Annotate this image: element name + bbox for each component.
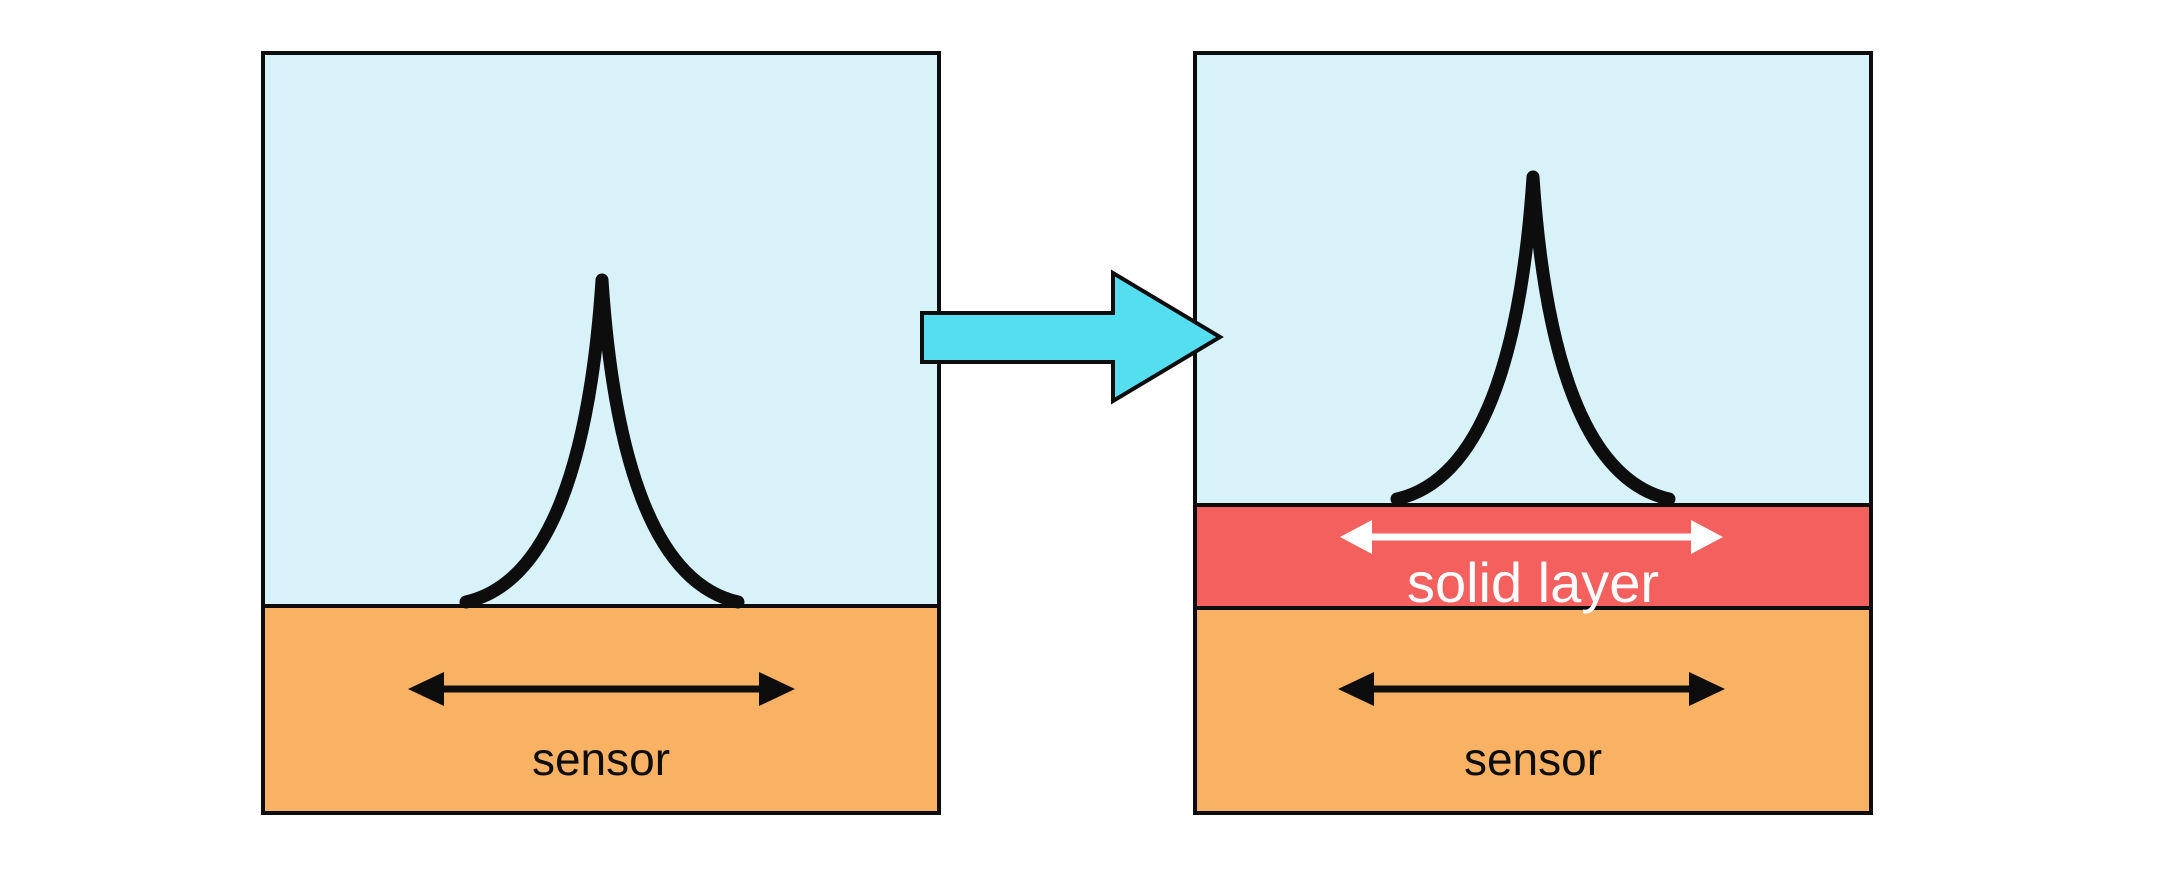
transition-arrow-icon — [920, 269, 1224, 405]
solid-layer-band — [1197, 503, 1869, 606]
sensor-layer-right — [1197, 606, 1869, 811]
panel-after: solid layer sensor — [1193, 51, 1873, 815]
panel-before: sensor — [261, 51, 941, 815]
sensor-layer-left — [265, 604, 937, 811]
